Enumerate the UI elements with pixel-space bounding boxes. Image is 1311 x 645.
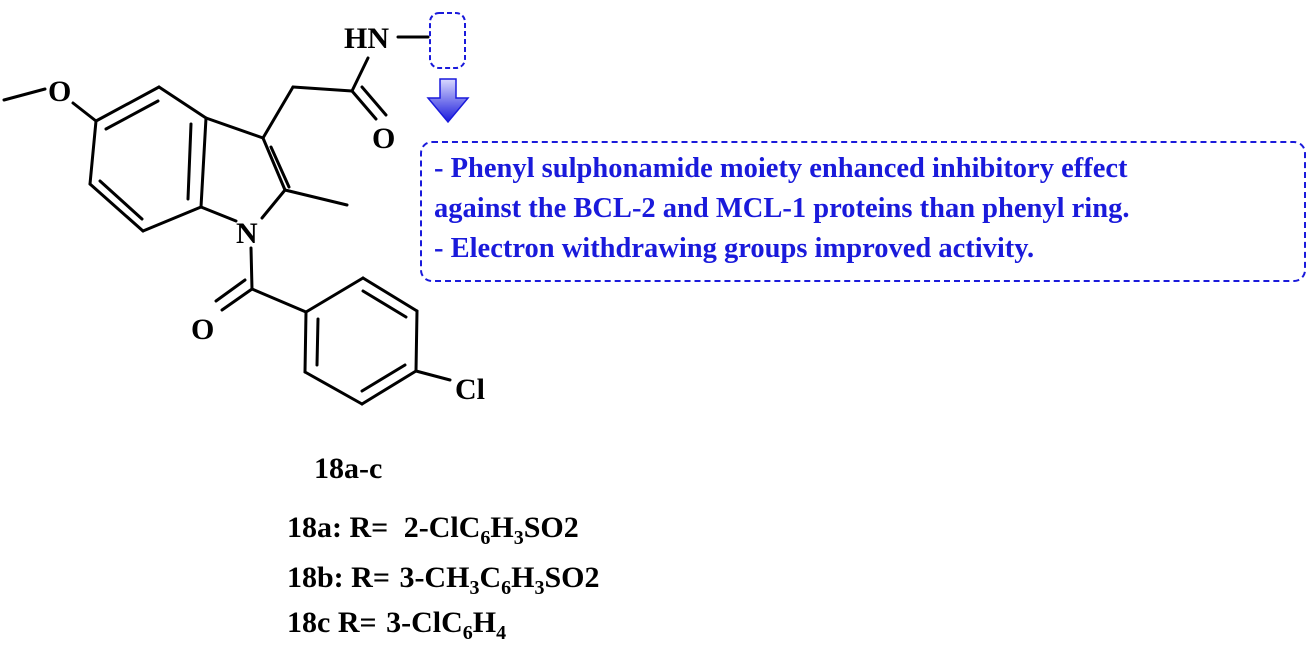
molecule-bonds (2, 35, 452, 406)
bond (350, 56, 370, 93)
formula-text: H (490, 511, 514, 544)
bond (414, 369, 452, 382)
formula-text: 3-CH (399, 561, 470, 594)
bond (269, 145, 291, 189)
bond (214, 278, 247, 303)
bond (260, 188, 287, 220)
sar-note-line: - Phenyl sulphonamide moiety enhanced in… (434, 153, 1128, 184)
bond (94, 85, 161, 123)
bond (350, 89, 378, 121)
bond (98, 179, 144, 221)
variant-label: 18a: R= (287, 511, 389, 544)
sar-note-line: - Electron withdrawing groups improved a… (434, 233, 1035, 264)
formula-text: 3-ClC (386, 606, 463, 639)
bond (199, 205, 238, 223)
variant-18c: 18c R= 3-ClC6H4 (287, 606, 506, 645)
bond (291, 85, 354, 93)
bond (186, 122, 193, 201)
formula-text: H (511, 561, 535, 594)
formula-subscript: 6 (462, 622, 473, 644)
formula-text: H (472, 606, 497, 639)
bond (250, 287, 308, 314)
formula-subscript: 3 (534, 577, 545, 599)
variant-label: 18b: R= (287, 561, 390, 594)
bond (303, 310, 308, 374)
variant-label: 18c R= (287, 606, 377, 639)
formula-text: SO2 (523, 511, 579, 544)
variant-18b: 18b: R= 3-CH3C6H3SO2 (287, 561, 599, 600)
formula-subscript: 6 (480, 527, 491, 549)
bond (361, 289, 408, 319)
bond (261, 136, 287, 192)
bond (360, 85, 388, 117)
ketone-oxygen-label: O (191, 313, 214, 346)
bond (261, 85, 295, 140)
bond (360, 363, 407, 393)
amide-hn-label: HN (344, 22, 389, 55)
bond (204, 116, 265, 140)
variant-formula: 3-ClC6H4 (386, 606, 506, 644)
bond (249, 246, 254, 291)
bond (360, 369, 418, 406)
formula-subscript: 3 (469, 577, 480, 599)
methoxy-oxygen-label: O (48, 75, 71, 108)
bond (104, 99, 160, 131)
variant-18a: 18a: R= 2-ClC6H3SO2 (287, 511, 579, 550)
sar-note-line: against the BCL-2 and MCL-1 proteins tha… (434, 193, 1130, 224)
bond (2, 87, 47, 102)
r-group-highlight-box (429, 12, 466, 69)
bond (88, 119, 98, 186)
r-group (429, 12, 466, 69)
chlorine-label: Cl (455, 373, 485, 406)
down-arrow-icon (426, 78, 470, 124)
bond (283, 188, 349, 207)
amide-oxygen-label: O (372, 122, 395, 155)
bond (71, 101, 98, 123)
formula-text: SO2 (544, 561, 600, 594)
variant-formula: 2-ClC6H3SO2 (403, 511, 579, 549)
formula-text: 2-ClC (403, 511, 481, 544)
sar-notes-box: - Phenyl sulphonamide moiety enhanced in… (420, 141, 1306, 282)
indole-nitrogen-label: N (236, 217, 258, 250)
bond (361, 276, 419, 313)
formula-text: C (479, 561, 502, 594)
variant-formula: 3-CH3C6H3SO2 (399, 561, 600, 599)
bond (157, 85, 208, 120)
bond (315, 317, 320, 367)
bond (141, 205, 203, 233)
bond (220, 287, 254, 312)
compound-series-label: 18a-c (314, 452, 383, 485)
bond (199, 116, 208, 209)
bond (414, 309, 419, 373)
bond (304, 276, 365, 314)
formula-subscript: 3 (513, 527, 524, 549)
formula-subscript: 6 (501, 577, 512, 599)
bond (303, 370, 364, 406)
formula-subscript: 4 (496, 622, 507, 644)
atom-labels: HN O O N O Cl (48, 22, 485, 406)
bond (88, 182, 145, 233)
